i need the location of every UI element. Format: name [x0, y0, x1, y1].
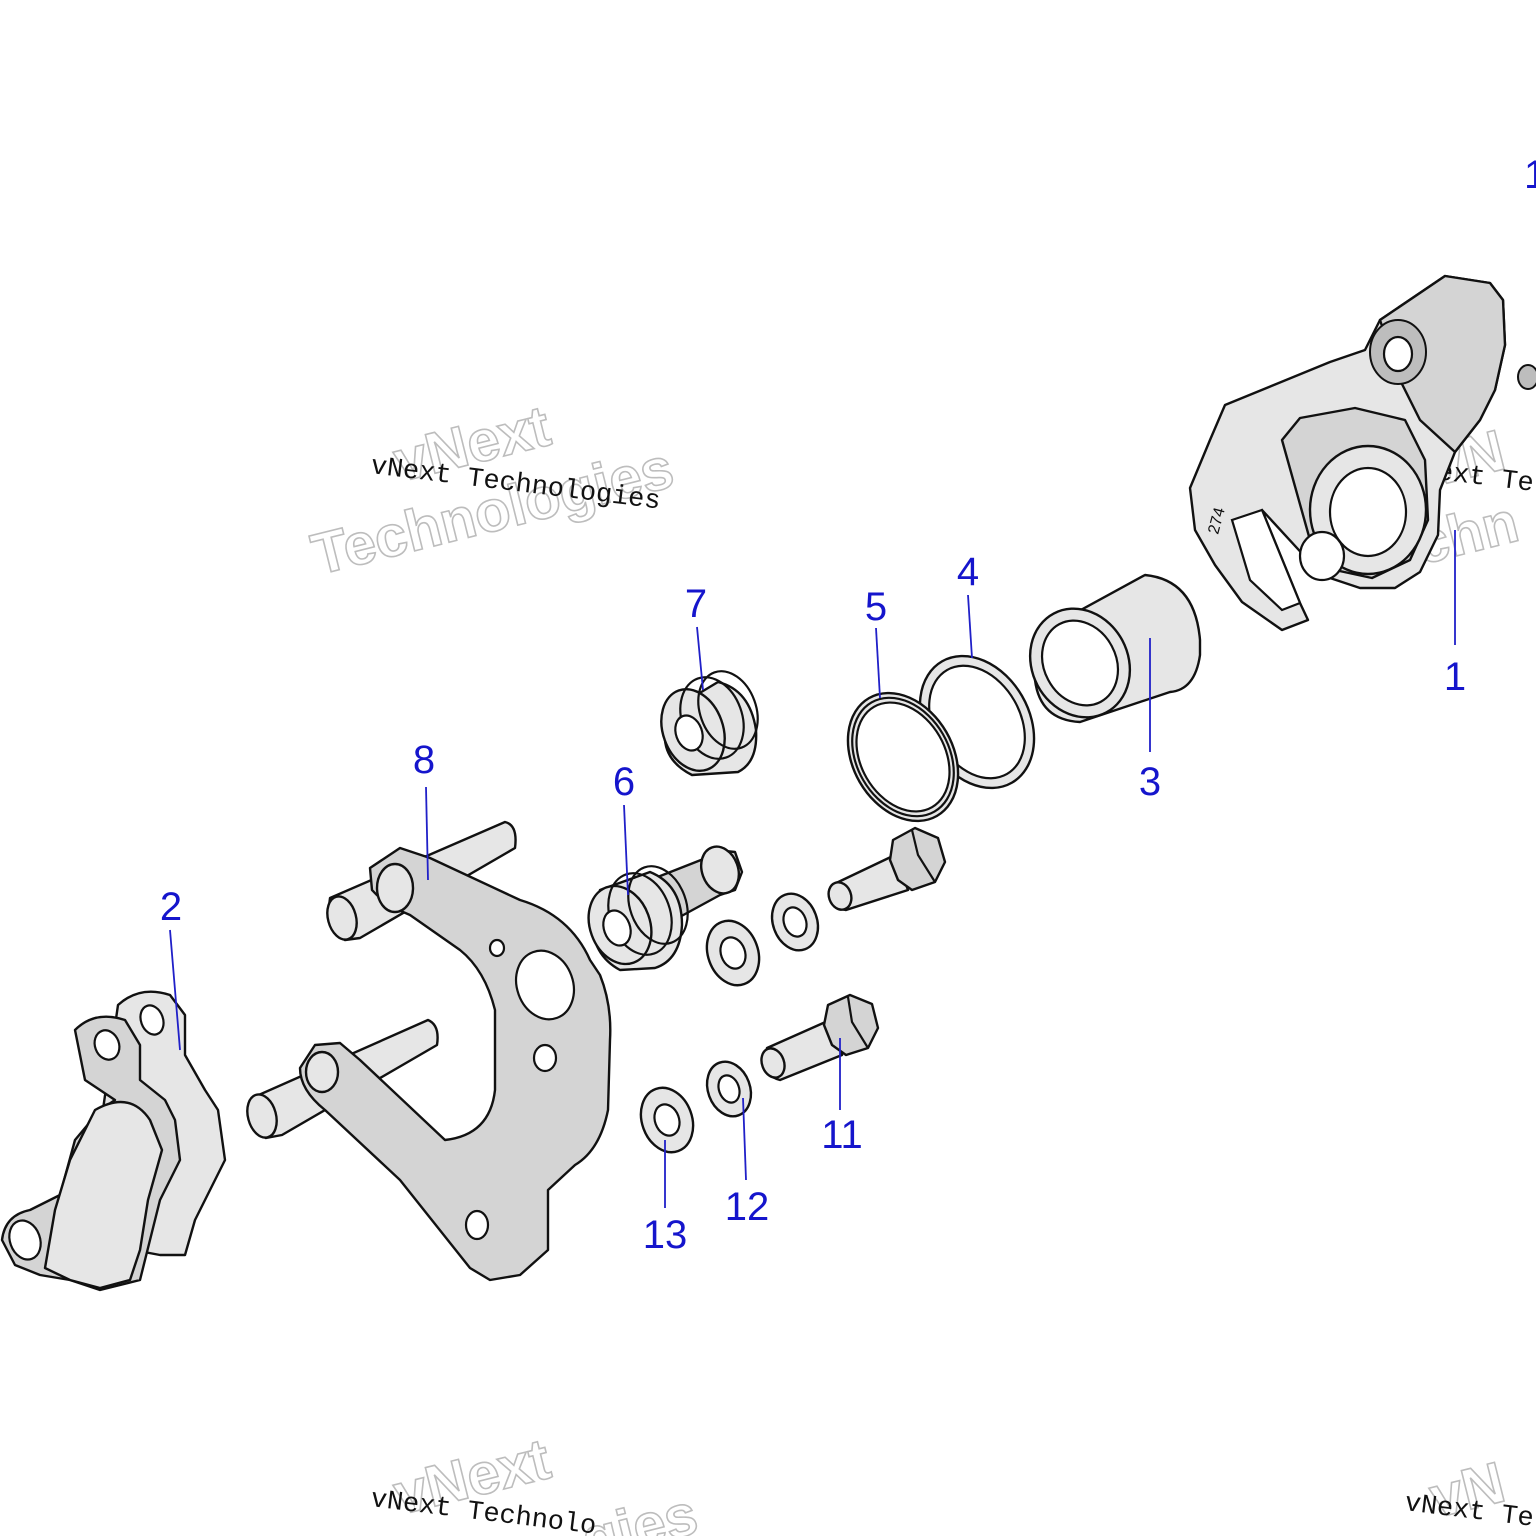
leader-4: [967, 594, 973, 659]
callout-4: 4: [957, 550, 979, 594]
leader-2: [169, 929, 181, 1051]
watermark-lower-right-line: vNext Te: [1403, 1489, 1535, 1535]
callout-7: 7: [685, 582, 707, 626]
lower-bolt: [760, 993, 880, 1082]
callout-8: 8: [413, 738, 435, 782]
leader-6: [623, 804, 629, 896]
brake-pads: [0, 990, 227, 1292]
piston: [1028, 573, 1202, 724]
upper-bolt: [827, 826, 947, 912]
callout-11: 11: [821, 1113, 863, 1157]
callout-1: 1: [1444, 655, 1466, 699]
slide-pin-assembly: [587, 845, 744, 972]
watermark-lower: vNext gies vNext Technolo: [369, 1426, 705, 1536]
dust-boot: [846, 691, 960, 823]
callout-2: 2: [160, 885, 182, 929]
caliper-body: 274: [1188, 274, 1536, 632]
leader-12: [742, 1097, 747, 1181]
upper-washer-left: [705, 919, 761, 987]
callout-12: 12: [725, 1185, 770, 1229]
washer-13: [639, 1086, 695, 1154]
rubber-boot: [660, 670, 759, 777]
callout-3: 3: [1139, 760, 1161, 804]
caliper-bracket: [246, 820, 612, 1282]
caliper-engraving: 274: [1205, 506, 1228, 536]
leader-5: [875, 627, 881, 699]
watermark-upper: vNext Technologies vNext Technologies: [305, 393, 681, 589]
callout-top-right-partial: 1: [1524, 153, 1536, 197]
leader-7: [696, 626, 704, 691]
callout-labels: 1 2 3 4 5 6 7 8 11 12 13 1: [160, 153, 1536, 1257]
leader-lines: [169, 530, 1456, 1208]
upper-washer-right: [770, 892, 820, 952]
washer-12: [705, 1060, 753, 1118]
callout-5: 5: [865, 585, 887, 629]
callout-6: 6: [613, 760, 635, 804]
callout-13: 13: [643, 1213, 688, 1257]
watermark-lower-right: vN vNext Te: [1403, 1449, 1535, 1535]
leader-8: [425, 786, 429, 881]
